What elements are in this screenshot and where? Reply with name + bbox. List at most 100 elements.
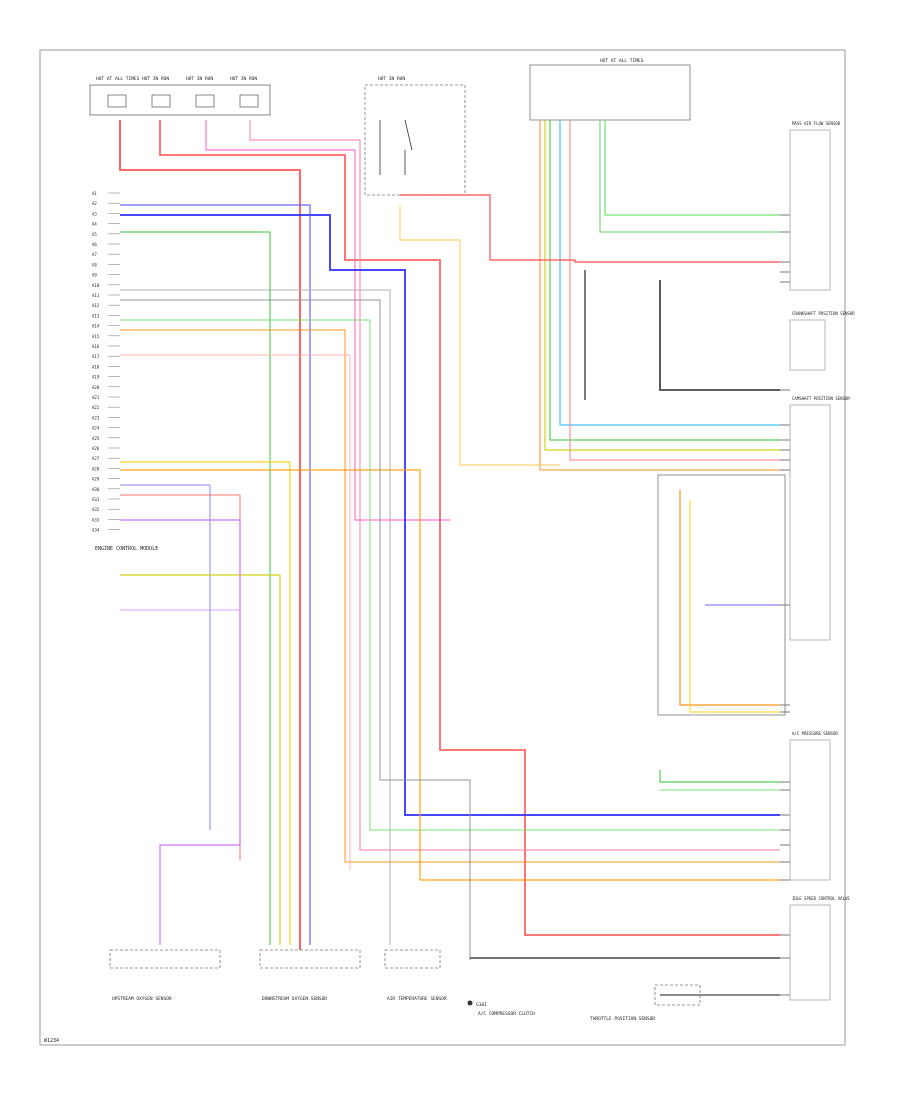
fuse-label-4: HOT IN RUN [230, 76, 257, 82]
wire [549, 120, 780, 441]
right-component-label-4: A/C PRESSURE SENSOR [792, 731, 838, 736]
pin-label: A23 [92, 415, 100, 420]
wire [569, 120, 780, 461]
crank-sensor-box [789, 319, 826, 371]
wire [120, 354, 351, 870]
ground-symbol [467, 1000, 473, 1006]
wire [400, 194, 780, 263]
wire [249, 120, 780, 851]
right-component-label-2: CRANKSHAFT POSITION SENSOR [792, 311, 855, 316]
pin-label: A13 [92, 313, 100, 318]
wire [120, 289, 391, 945]
pin-label: A4 [92, 222, 97, 227]
fuse-label-2: HOT IN RUN [142, 76, 169, 82]
pin-label: A1 [92, 191, 97, 196]
wire [159, 120, 780, 936]
wire [120, 574, 281, 945]
cam-sensor-box [789, 404, 831, 641]
maf-sensor-box [789, 129, 831, 291]
fuse-label-3: HOT IN RUN [186, 76, 213, 82]
pin-label: A16 [92, 344, 100, 349]
wire [539, 120, 780, 471]
wire [120, 204, 311, 945]
wire [399, 205, 560, 466]
ac-pressure-box [789, 739, 831, 881]
pin-label: A31 [92, 497, 100, 502]
right-component-label-3: CAMSHAFT POSITION SENSOR [792, 396, 850, 401]
top-right-label: HOT AT ALL TIMES [600, 58, 644, 64]
footer-code: W1234 [44, 1038, 59, 1044]
pin-label: A21 [92, 395, 100, 400]
bottom-component-label-3: AIR TEMPERATURE SENSOR [387, 996, 447, 1002]
module-pins: A1A2A3A4A5A6A7A8A9A10A11A12A13A14A15A16A… [92, 191, 120, 533]
wire [599, 120, 780, 233]
pin-label: A9 [92, 273, 97, 278]
pin-label: A8 [92, 262, 97, 267]
fuse-block: HOT AT ALL TIMES HOT IN RUN HOT IN RUN H… [89, 76, 271, 116]
fuse-label-1: HOT AT ALL TIMES [96, 76, 140, 82]
wire [120, 461, 291, 945]
wire [119, 120, 301, 950]
right-component-label-1: MASS AIR FLOW SENSOR [792, 121, 841, 126]
pin-label: A3 [92, 211, 97, 216]
pin-label: A33 [92, 517, 100, 522]
idle-valve-box [789, 904, 831, 1001]
wire [120, 519, 241, 945]
pin-label: A15 [92, 334, 100, 339]
tps-connector [654, 984, 701, 1006]
bottom-component-label-4: A/C COMPRESSOR CLUTCH [478, 1011, 535, 1017]
wire [689, 500, 780, 713]
wire [120, 484, 211, 830]
relay-box: HOT IN RUN [364, 76, 466, 196]
wire [120, 214, 780, 816]
wire [120, 319, 780, 831]
module-label: ENGINE CONTROL MODULE [95, 546, 158, 552]
pin-label: A22 [92, 405, 100, 410]
pin-label: A32 [92, 507, 100, 512]
pin-label: A18 [92, 364, 100, 369]
fuse-4: HOT IN RUN [230, 76, 259, 108]
pin-label: A28 [92, 466, 100, 471]
bottom-components: UPSTREAM OXYGEN SENSOR DOWNSTREAM OXYGEN… [109, 949, 701, 1022]
top-right-connector: HOT AT ALL TIMES [529, 58, 691, 121]
fuse-1: HOT AT ALL TIMES [96, 76, 140, 108]
pin-label: A2 [92, 201, 97, 206]
bottom-component-label-5: THROTTLE POSITION SENSOR [590, 1016, 655, 1022]
pin-label: A14 [92, 324, 100, 329]
relay-label: HOT IN RUN [378, 76, 405, 82]
fuse-panel [89, 84, 271, 116]
right-component-label-5: IDLE SPEED CONTROL VALVE [792, 896, 850, 901]
pin-label: A26 [92, 446, 100, 451]
pin-label: A11 [92, 293, 100, 298]
pin-label: A10 [92, 283, 100, 288]
wire [120, 299, 471, 960]
fuse-3: HOT IN RUN [186, 76, 215, 108]
fuse-2: HOT IN RUN [142, 76, 171, 108]
right-components: MASS AIR FLOW SENSOR CRANKSHAFT POSITION… [657, 121, 855, 1001]
diagram-frame [39, 49, 846, 1046]
wire [120, 469, 780, 881]
wires [119, 120, 790, 996]
wire [205, 120, 450, 521]
wire [604, 120, 780, 216]
pin-label: A17 [92, 354, 100, 359]
bottom-component-label-1: UPSTREAM OXYGEN SENSOR [112, 996, 172, 1002]
pin-label: A30 [92, 487, 100, 492]
downstream-o2-connector [259, 949, 361, 969]
pin-label: A19 [92, 375, 100, 380]
upstream-o2-connector [109, 949, 221, 969]
pin-label: A12 [92, 303, 100, 308]
pin-label: A29 [92, 477, 100, 482]
wire [659, 280, 780, 391]
wire [679, 490, 780, 706]
air-temp-connector [384, 949, 441, 969]
pin-label: A20 [92, 385, 100, 390]
pin-label: A34 [92, 528, 100, 533]
inner-module-box [657, 474, 786, 716]
wire [544, 120, 780, 451]
wire [120, 231, 271, 945]
wire [559, 120, 780, 426]
ground-label: G101 [476, 1002, 487, 1008]
